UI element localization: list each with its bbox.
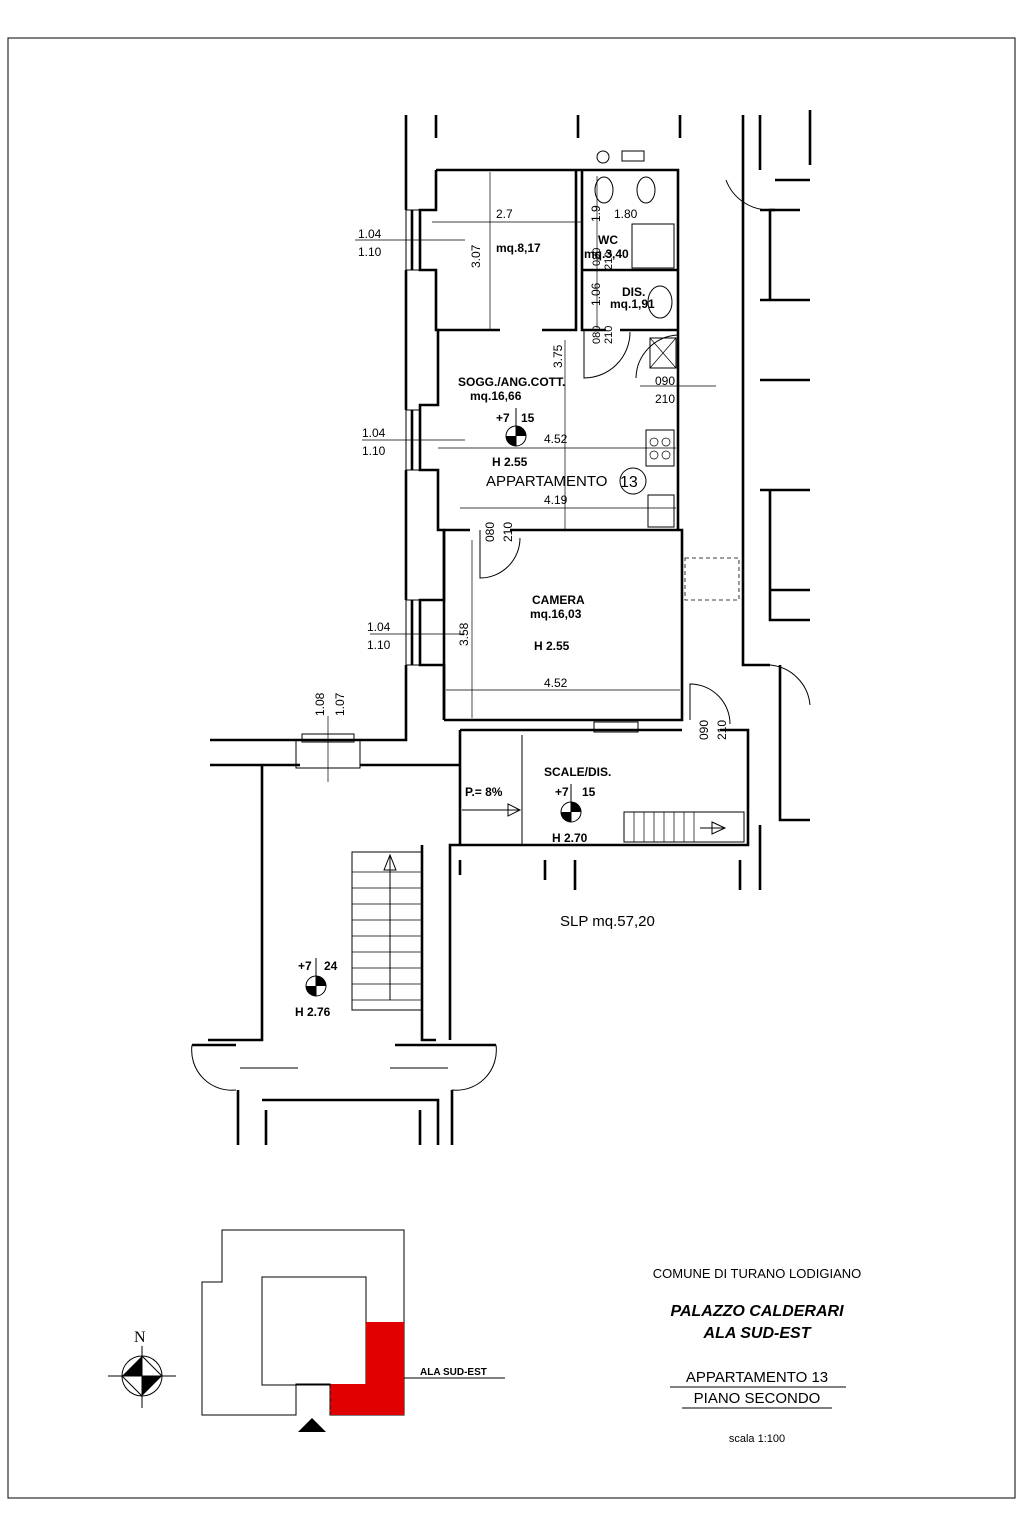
north-label: N xyxy=(134,1329,146,1346)
camera-width-dim: 4.52 xyxy=(544,676,568,690)
landing-level-dec: 24 xyxy=(324,959,338,973)
scale-dis-level-dec: 15 xyxy=(582,785,596,799)
camera-height-dim: 3.58 xyxy=(457,622,471,646)
dis-door-b: 210 xyxy=(603,326,615,344)
wc-width-dim: 1.80 xyxy=(614,207,638,221)
scale-label: scala 1:100 xyxy=(729,1433,785,1445)
slope-label: P.= 8% xyxy=(465,785,503,799)
landing-level: +7 xyxy=(298,959,312,973)
key-plan-entry-marker xyxy=(298,1418,326,1432)
window2-top: 1.04 xyxy=(362,426,386,440)
room1-width-dim: 2.7 xyxy=(496,207,513,221)
scale-dis-name: SCALE/DIS. xyxy=(544,765,611,779)
wc-area: mq.3,40 xyxy=(584,247,629,261)
soggiorno-height: H 2.55 xyxy=(492,455,528,469)
scale-dis-level: +7 xyxy=(555,785,569,799)
title-block: COMUNE DI TURANO LODIGIANO PALAZZO CALDE… xyxy=(653,1266,862,1445)
camera-door-b: 210 xyxy=(501,522,515,542)
window-dims: 1.04 1.10 1.04 1.10 1.04 1.10 1.08 1.07 xyxy=(313,227,391,716)
key-plan: ALA SUD-EST N xyxy=(108,1229,505,1432)
window-stair-b: 1.07 xyxy=(333,692,347,716)
camera-name: CAMERA xyxy=(532,593,585,607)
window-frames xyxy=(295,209,421,769)
camera-area: mq.16,03 xyxy=(530,607,582,621)
wing-name: ALA SUD-EST xyxy=(703,1325,812,1342)
wc-door-b: 210 xyxy=(603,252,615,270)
entry-door-a: 090 xyxy=(655,374,675,388)
building-name: PALAZZO CALDERARI xyxy=(670,1303,844,1320)
camera-door-a: 080 xyxy=(483,522,497,542)
fixtures xyxy=(593,150,740,733)
apartment-number-circle xyxy=(619,467,647,495)
dis-door-a: 080 xyxy=(591,326,603,344)
apartment-title: APPARTAMENTO 13 xyxy=(686,1369,828,1386)
window1-bottom: 1.10 xyxy=(358,245,382,259)
window3-bottom: 1.10 xyxy=(367,638,391,652)
apartment-number: 13 xyxy=(620,474,638,491)
key-plan-wing-label: ALA SUD-EST xyxy=(420,1367,487,1378)
window2-bottom: 1.10 xyxy=(362,444,386,458)
soggiorno-height-dim: 3.75 xyxy=(551,344,565,368)
wc-door-a: 080 xyxy=(591,248,603,266)
soggiorno-width-dim: 4.52 xyxy=(544,432,568,446)
stair-door-b: 210 xyxy=(715,720,729,740)
sheet-border xyxy=(7,37,1016,1499)
floor-title: PIANO SECONDO xyxy=(694,1390,821,1407)
camera-height: H 2.55 xyxy=(534,639,570,653)
room1-area: mq.8,17 xyxy=(496,241,541,255)
wc-height-dim: 1.9 xyxy=(589,205,603,222)
soggiorno-area: mq.16,66 xyxy=(470,389,522,403)
dimension-lines xyxy=(327,172,716,782)
room-labels: mq.8,17 2.7 3.07 WC mq.3,40 DIS. mq.1,91… xyxy=(295,205,655,1019)
key-plan-highlight xyxy=(330,1322,404,1415)
room1-height-dim: 3.07 xyxy=(469,244,483,268)
stair-door-a: 090 xyxy=(697,720,711,740)
door-swings xyxy=(479,179,811,725)
walls xyxy=(191,110,812,1145)
north-arrow xyxy=(108,1346,176,1408)
soggiorno-level-dec: 15 xyxy=(521,411,535,425)
comune-name: COMUNE DI TURANO LODIGIANO xyxy=(653,1266,862,1281)
dis-height-dim: 1.06 xyxy=(589,282,603,306)
dis-area: mq.1,91 xyxy=(610,297,655,311)
soggiorno-name: SOGG./ANG.COTT. xyxy=(458,375,565,389)
scale-dis-height: H 2.70 xyxy=(552,831,588,845)
soggiorno-width2-dim: 4.19 xyxy=(544,493,568,507)
stairs xyxy=(351,735,745,1011)
window1-top: 1.04 xyxy=(358,227,382,241)
apartment-label: APPARTAMENTO xyxy=(486,473,607,490)
key-plan-courtyard xyxy=(261,1276,367,1386)
window-stair-a: 1.08 xyxy=(313,692,327,716)
entry-door-b: 210 xyxy=(655,392,675,406)
wc-name: WC xyxy=(598,233,618,247)
soggiorno-level: +7 xyxy=(496,411,510,425)
level-markers xyxy=(305,408,582,997)
key-plan-outline xyxy=(201,1229,405,1416)
landing-height: H 2.76 xyxy=(295,1005,331,1019)
door-dims: 090 210 080 210 090 210 xyxy=(483,374,729,740)
window3-top: 1.04 xyxy=(367,620,391,634)
dis-name: DIS. xyxy=(622,285,645,299)
slp-total: SLP mq.57,20 xyxy=(560,913,655,930)
